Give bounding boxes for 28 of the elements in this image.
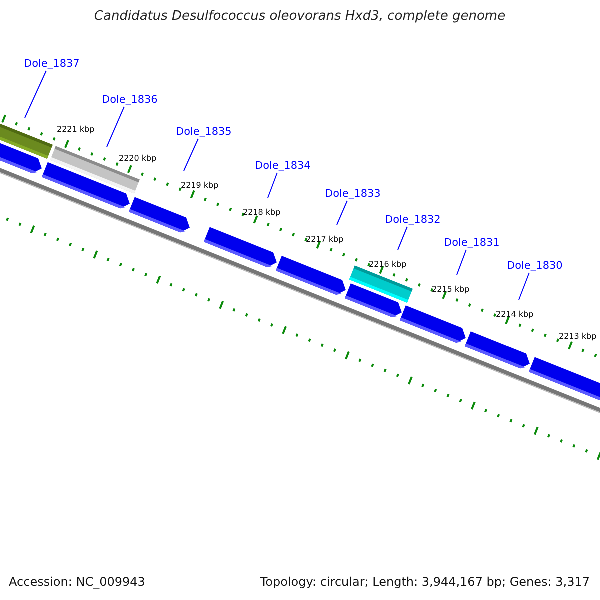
leader-line <box>456 250 467 276</box>
gene-label: Dole_1833 <box>325 189 381 200</box>
leader-line <box>268 172 278 198</box>
gene-label: Dole_1831 <box>444 238 500 248</box>
gene-label: Dole_1832 <box>385 215 441 226</box>
gene-label: Dole_1830 <box>507 261 563 272</box>
scale-label: 2220 kbp <box>119 155 157 163</box>
scale-label: 2214 kbp <box>496 311 534 319</box>
leader-line <box>106 106 125 148</box>
leader-line <box>398 226 408 250</box>
leader-line <box>184 138 199 172</box>
gene-label: Dole_1835 <box>176 127 232 138</box>
footer-text: Topology: circular; Length: 3,944,167 bp; Genes: 3,317 <box>260 576 590 588</box>
gene-label: Dole_1834 <box>255 161 311 172</box>
footer-text: Accession: NC_009943 <box>9 576 146 588</box>
scale-label: 2213 kbp <box>559 333 597 341</box>
leader-line <box>24 70 47 118</box>
diagram-title: Candidatus Desulfococcus oleovorans Hxd3, complete genome <box>93 10 507 23</box>
gene-label: Dole_1836 <box>102 95 158 106</box>
scale-label: 2221 kbp <box>57 126 95 134</box>
scale-label: 2217 kbp <box>306 236 344 244</box>
gene-label: Dole_1837 <box>24 59 80 70</box>
leader-line <box>518 272 530 300</box>
scale-label: 2215 kbp <box>432 286 470 294</box>
scale-label: 2218 kbp <box>243 209 281 217</box>
leader-line <box>336 200 348 226</box>
scale-label: 2216 kbp <box>369 261 407 269</box>
scale-label: 2219 kbp <box>181 182 219 190</box>
